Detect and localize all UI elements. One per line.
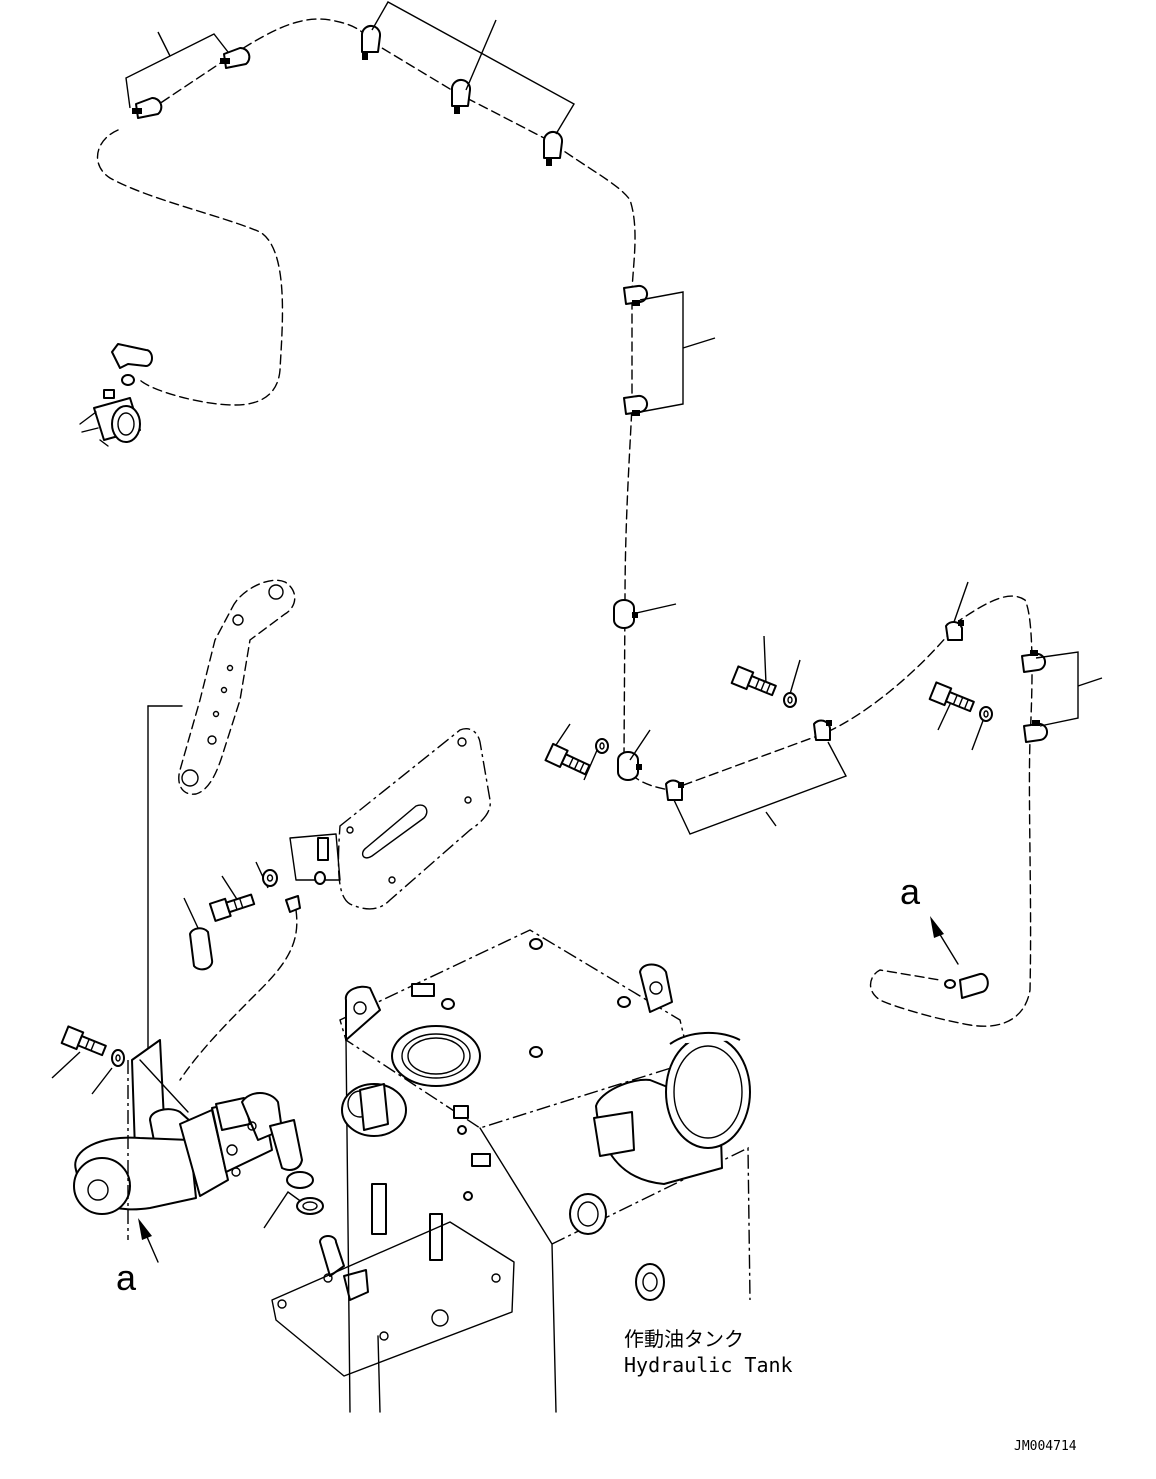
hose-clamps — [286, 1171, 369, 1301]
clamp-1 — [132, 96, 163, 119]
view-label-a-top: a — [900, 871, 921, 912]
clamp-14 — [1023, 720, 1049, 743]
clamp-3 — [361, 25, 382, 60]
clamp-10 — [665, 779, 684, 801]
tank-label-english: Hydraulic Tank — [624, 1353, 793, 1377]
upper-left-fittings — [79, 343, 153, 447]
bolt-4 — [208, 893, 256, 922]
clamp-11 — [813, 719, 832, 741]
washer-5 — [111, 1049, 125, 1067]
drawing-number: JM004714 — [1014, 1439, 1077, 1454]
tank-label-japanese: 作動油タンク — [624, 1327, 744, 1351]
bolts-washers — [60, 665, 993, 1067]
plate-fittings — [179, 895, 301, 1081]
mounting-plate — [289, 728, 491, 910]
clamp-6 — [623, 284, 649, 306]
washer-1 — [595, 738, 609, 754]
washer-3 — [979, 706, 993, 722]
upper-left-motor — [79, 389, 141, 447]
clamp-4 — [451, 79, 472, 114]
upper-hose-route — [96, 18, 1033, 1027]
clamp-13 — [1021, 650, 1047, 673]
hydraulic-tank — [271, 929, 751, 1413]
clamp-9 — [617, 751, 642, 781]
leader-lines — [51, 1, 1103, 1229]
upper-clamps — [132, 25, 1049, 801]
view-a-fittings — [944, 972, 989, 999]
bolt-3 — [928, 681, 975, 713]
washer-2 — [783, 692, 797, 708]
clamp-2 — [220, 46, 251, 69]
bolt-5 — [60, 1025, 107, 1057]
washer-4 — [262, 869, 278, 887]
clamp-7 — [623, 394, 649, 416]
view-arrows — [138, 916, 959, 1263]
pump-assembly — [73, 1039, 303, 1240]
clamp-8 — [613, 599, 638, 629]
bolt-1 — [544, 742, 591, 776]
clamp-5 — [543, 131, 564, 166]
view-label-a-bottom: a — [116, 1257, 137, 1298]
support-arm — [147, 579, 296, 1061]
clamp-12 — [945, 620, 964, 641]
bolt-2 — [730, 665, 777, 697]
